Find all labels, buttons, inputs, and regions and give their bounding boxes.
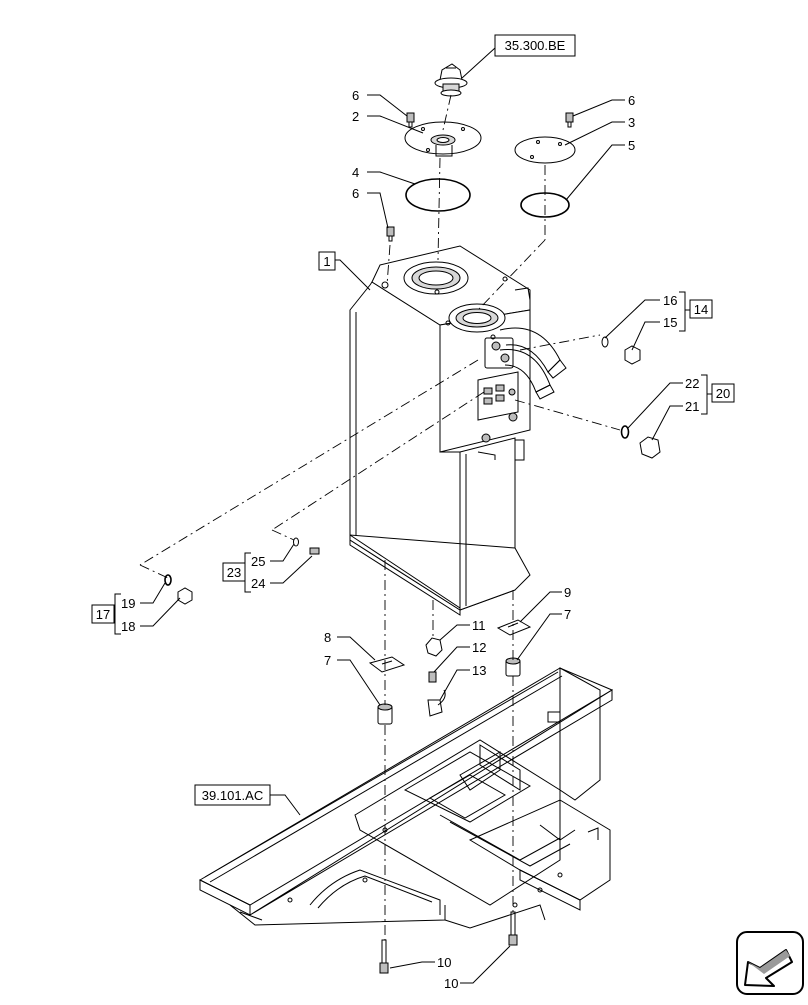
kit-box-14[interactable]: 14 xyxy=(689,299,713,319)
callout-3: 3 xyxy=(628,115,635,130)
kit-label-1: 1 xyxy=(323,254,330,269)
kit-box-20[interactable]: 20 xyxy=(711,383,735,403)
callout-10: 10 xyxy=(437,955,451,970)
callout-12: 12 xyxy=(472,640,486,655)
callout-15: 15 xyxy=(663,315,677,330)
cover-plate-3 xyxy=(514,136,576,164)
callout-11: 11 xyxy=(472,618,486,633)
reference-label-top: 35.300.BE xyxy=(505,38,566,53)
center-lines xyxy=(139,94,621,940)
kit-label-23: 23 xyxy=(227,565,241,580)
kit-box-23[interactable]: 23 xyxy=(222,562,246,582)
callout-9: 9 xyxy=(564,585,571,600)
plugs-side xyxy=(164,336,661,605)
callout-6: 6 xyxy=(628,93,635,108)
callout-2: 2 xyxy=(352,109,359,124)
callout-22: 22 xyxy=(685,376,699,391)
cover-plate-2 xyxy=(404,121,482,157)
kit-box-17[interactable]: 17 xyxy=(91,604,115,624)
callout-21: 21 xyxy=(685,399,699,414)
leader-lines xyxy=(140,47,683,984)
callout-numbers: 6 2 4 6 6 3 5 16 15 22 21 25 24 19 18 8 … xyxy=(121,88,699,991)
bolts-6 xyxy=(386,112,574,242)
chassis-frame xyxy=(198,667,614,929)
reference-label-frame: 39.101.AC xyxy=(202,788,263,803)
callout-5: 5 xyxy=(628,138,635,153)
kit-label-20: 20 xyxy=(716,386,730,401)
callout-6: 6 xyxy=(352,186,359,201)
kit-label-17: 17 xyxy=(96,607,110,622)
callout-25: 25 xyxy=(251,554,265,569)
hydraulic-tank xyxy=(349,245,567,616)
kit-label-14: 14 xyxy=(694,302,708,317)
callout-24: 24 xyxy=(251,576,265,591)
direction-arrow-icon[interactable] xyxy=(736,931,804,995)
callout-7: 7 xyxy=(564,607,571,622)
callout-8: 8 xyxy=(324,630,331,645)
callout-13: 13 xyxy=(472,663,486,678)
callout-18: 18 xyxy=(121,619,135,634)
reference-35-300-be[interactable]: 35.300.BE xyxy=(494,34,576,57)
callout-4: 4 xyxy=(352,165,359,180)
breather-filter xyxy=(434,63,468,97)
callout-7: 7 xyxy=(324,653,331,668)
callout-10: 10 xyxy=(444,976,458,991)
callout-6: 6 xyxy=(352,88,359,103)
callout-19: 19 xyxy=(121,596,135,611)
kit-box-1[interactable]: 1 xyxy=(318,251,336,271)
lower-parts xyxy=(368,619,532,974)
reference-39-101-ac[interactable]: 39.101.AC xyxy=(194,784,271,806)
callout-16: 16 xyxy=(663,293,677,308)
